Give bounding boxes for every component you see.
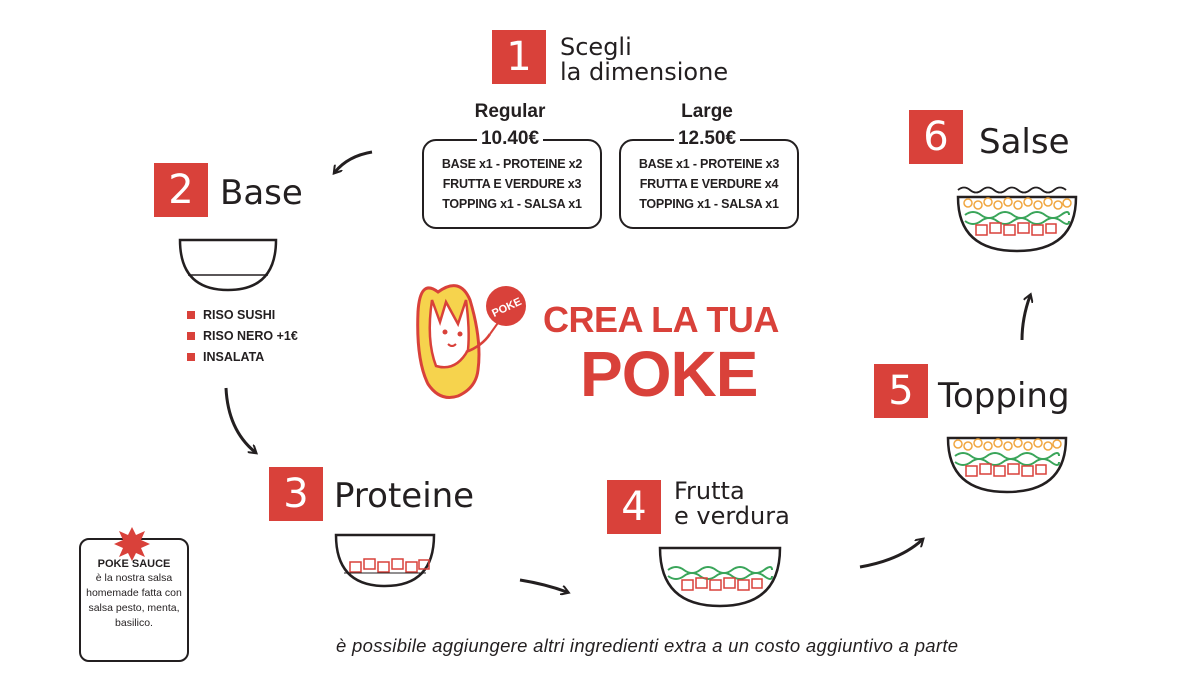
base-option: INSALATA: [187, 347, 298, 368]
bowl-icon: [658, 546, 782, 608]
size-large-line: FRUTTA E VERDURE x4: [639, 177, 779, 191]
base-option: RISO SUSHI: [187, 305, 298, 326]
size-large-name: Large: [681, 101, 733, 122]
arrow-icon: [224, 387, 255, 452]
size-regular-name: Regular: [474, 101, 546, 122]
step-2-title: Base: [220, 173, 303, 213]
arrow-icon: [1020, 296, 1030, 341]
arrow-icon: [859, 540, 922, 569]
bowl-icon: [178, 238, 278, 292]
step-5-title: Topping: [938, 376, 1070, 416]
poke-sauce-line: basilico.: [115, 617, 153, 629]
bowl-icon: [956, 186, 1078, 253]
poke-sauce-line: è la nostra salsa: [95, 572, 173, 584]
star-burst-icon: [114, 527, 150, 561]
step-6-title: Salse: [979, 122, 1070, 162]
logo-title-line1: CREA LA TUA: [543, 299, 779, 340]
step-1-title: Scegli la dimensione: [560, 35, 728, 85]
step-4-title-line1: Frutta: [674, 477, 745, 505]
footer-note: è possibile aggiungere altri ingredienti…: [336, 635, 959, 656]
step-4-title-line2: e verdura: [674, 502, 790, 530]
bowl-icon: [946, 436, 1068, 494]
logo-title-line2: POKE: [580, 338, 758, 410]
step-3-title: Proteine: [334, 476, 475, 516]
size-regular-line: BASE x1 - PROTEINE x2: [441, 157, 583, 171]
size-regular-price: 10.40€: [415, 128, 605, 150]
size-regular-line: FRUTTA E VERDURE x3: [442, 177, 582, 191]
step-1-title-line2: la dimensione: [560, 58, 729, 86]
step-2-number: 2: [154, 163, 208, 217]
size-large-box: BASE x1 - PROTEINE x3 FRUTTA E VERDURE x…: [619, 139, 799, 229]
cat-mascot-icon: [416, 284, 526, 399]
step-4-number: 4: [607, 480, 661, 534]
bowl-icon: [334, 533, 436, 588]
arrow-icon: [519, 578, 567, 592]
poke-sauce-line: salsa pesto, menta,: [88, 602, 180, 614]
size-large-price: 12.50€: [612, 128, 802, 150]
step-4-title: Frutta e verdura: [674, 479, 790, 529]
base-option: RISO NERO +1€: [187, 326, 298, 347]
size-large-line: TOPPING x1 - SALSA x1: [639, 197, 779, 211]
step-1-number: 1: [492, 30, 546, 84]
poke-sauce-line: homemade fatta con: [86, 587, 182, 599]
size-large-line: BASE x1 - PROTEINE x3: [638, 157, 780, 171]
base-options-list: RISO SUSHI RISO NERO +1€ INSALATA: [187, 305, 298, 368]
size-regular-line: TOPPING x1 - SALSA x1: [442, 197, 582, 211]
step-3-number: 3: [269, 467, 323, 521]
step-1-title-line1: Scegli: [560, 33, 632, 61]
poke-sauce-heading: POKE SAUCE: [97, 558, 171, 570]
step-6-number: 6: [909, 110, 963, 164]
step-5-number: 5: [874, 364, 928, 418]
arrow-icon: [335, 150, 373, 172]
